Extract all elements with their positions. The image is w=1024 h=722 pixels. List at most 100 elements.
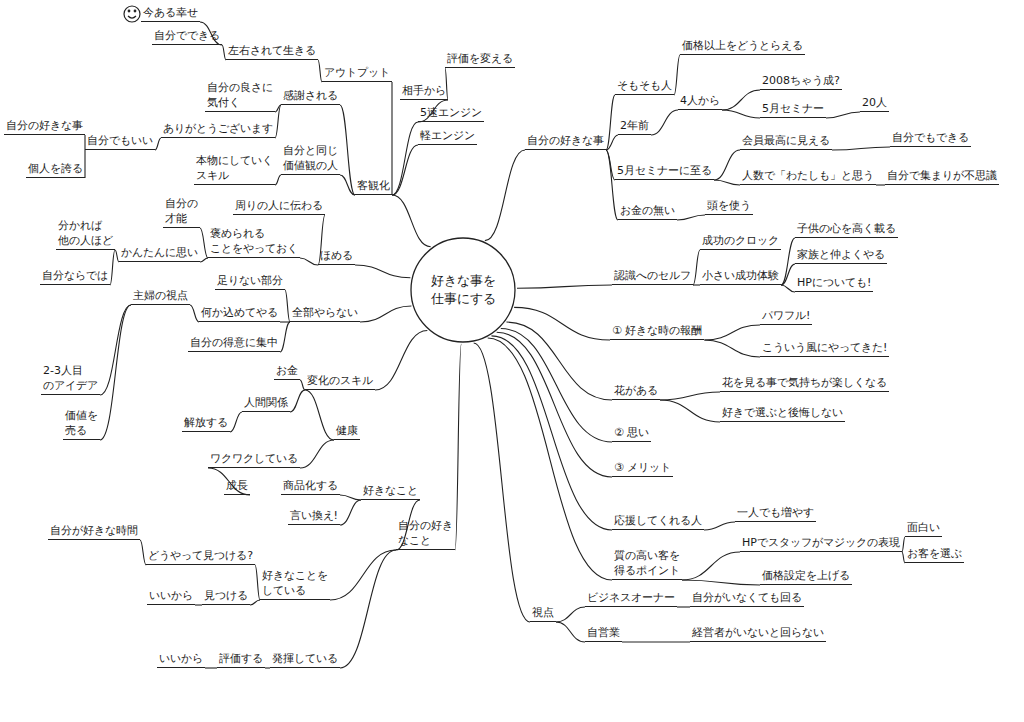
topic-text: 5月セミナー (762, 101, 824, 116)
branch-topic: 自分でもいい (85, 133, 155, 150)
branch-topic: 言い換え! (288, 508, 340, 525)
branch-topic: ③ メリット (612, 460, 673, 477)
topic-text: 自分で集まりが不思議 (887, 168, 997, 183)
topic-text: 自分の好きな事 (527, 133, 604, 148)
branch-topic: 2008ちゃう成? (760, 73, 842, 90)
branch-topic: 今ある幸せ (141, 5, 200, 22)
branch-line (280, 322, 290, 352)
branch-topic: HPでスタッフがマジックの表現 (740, 535, 902, 552)
topic-text: 言い換え! (290, 508, 338, 523)
branch-line (275, 105, 281, 138)
branch-topic: 好きなことを している (260, 568, 330, 600)
branch-line (497, 332, 612, 477)
branch-topic: 価格以上をどうとらえる (680, 38, 805, 55)
topic-text: HPでスタッフがマジックの表現 (742, 535, 900, 550)
branch-line (340, 175, 355, 195)
branch-line (693, 250, 700, 285)
branch-line (355, 265, 410, 278)
branch-topic: 自分でもできる (890, 130, 971, 147)
branch-topic: 自分の好きな事 (525, 133, 606, 150)
topic-text: 認識へのセルフ (614, 268, 691, 283)
branch-topic: ありがとうございます (161, 121, 275, 138)
branch-topic: 褒められる ことをやっておく (208, 226, 300, 258)
branch-line (704, 340, 760, 357)
branch-topic: 人数で「わたしも」と思う (740, 168, 876, 185)
branch-line (305, 390, 334, 440)
branch-topic: 質の高い客を 得るポイント (612, 548, 682, 580)
branch-line (714, 180, 740, 185)
branch-line (208, 468, 250, 495)
branch-topic: 自分の好き なこと (396, 518, 455, 550)
topic-text: 自分の得意に集中 (190, 335, 278, 350)
topic-text: 4人から (680, 93, 720, 108)
branch-line (781, 238, 795, 285)
branch-line (488, 338, 612, 580)
branch-topic: こういう風にやってきた! (760, 340, 889, 357)
topic-text: 一人でも増やす (737, 505, 814, 520)
branch-topic: 20人 (860, 95, 889, 112)
branch-topic: 客観化 (355, 178, 392, 195)
topic-text: 好きなことを している (262, 568, 328, 598)
branch-line (556, 607, 585, 622)
branch-line (275, 175, 281, 185)
branch-topic: 人間関係 (242, 395, 290, 412)
topic-text: かんたんに思い (121, 245, 198, 260)
topic-text: 花がある (614, 383, 658, 398)
topic-text: 価格以上をどうとらえる (682, 38, 803, 53)
topic-text: 経営者がいないと回らない (692, 625, 824, 640)
branch-topic: ② 思い (612, 425, 651, 442)
branch-topic: 自分の好きな事 (4, 118, 85, 135)
central-topic: 好きな事を 仕事にする (409, 236, 517, 344)
topic-text: 発揮している (272, 651, 338, 666)
branch-line (660, 392, 720, 400)
topic-text: お金の無い (620, 203, 675, 218)
topic-text: 花を見る事で気持ちが楽しくなる (722, 375, 887, 390)
branch-topic: 足りない部分 (215, 273, 285, 290)
branch-topic: HPについても! (795, 275, 873, 292)
branch-topic: 健康 (334, 423, 360, 440)
branch-topic: 自分でできる (152, 28, 222, 45)
branch-line (876, 184, 885, 185)
topic-text: 自営業 (587, 625, 620, 640)
branch-topic: 見つける (202, 588, 250, 605)
topic-text: 感謝される (283, 88, 338, 103)
branch-line (340, 500, 361, 525)
topic-text: 自分ならでは (42, 268, 108, 283)
branch-line (250, 600, 260, 605)
topic-text: 評価を変える (447, 51, 513, 66)
branch-line (651, 110, 678, 135)
branch-line (704, 325, 760, 340)
branch-line (391, 82, 392, 195)
branch-topic: 2-3人目 のアイデア (41, 363, 100, 395)
branch-line (606, 95, 615, 150)
branch-topic: ワクワクしている (208, 451, 300, 468)
branch-line (200, 228, 208, 258)
topic-text: 何か込めてやる (201, 305, 278, 320)
topic-text: 足りない部分 (217, 273, 283, 288)
branch-line (826, 112, 860, 118)
topic-text: お客を選ぶ (907, 546, 962, 561)
branch-topic: 商品化する (281, 478, 340, 495)
branch-line (190, 305, 199, 322)
branch-line (514, 307, 610, 340)
topic-text: パワフル! (762, 308, 810, 323)
topic-text: 客観化 (357, 178, 390, 193)
branch-topic: どうやって見つける? (146, 548, 255, 565)
branch-line (722, 110, 760, 118)
branch-topic: 経営者がいないと回らない (690, 625, 826, 642)
branch-topic: 評価する (217, 651, 265, 668)
topic-text: 個人を誇る (28, 161, 83, 176)
branch-line (606, 135, 618, 150)
branch-line (674, 55, 680, 95)
branch-topic: かんたんに思い (119, 245, 200, 262)
branch-line (230, 412, 242, 432)
topic-text: 主婦の視点 (133, 288, 188, 303)
topic-text: 自分の 才能 (165, 196, 198, 226)
topic-text: 自分と同じ 価値観の人 (283, 143, 338, 173)
branch-topic: 子供の心を高く載る (795, 221, 898, 238)
topic-text: 成長 (226, 478, 248, 493)
topic-text: 視点 (532, 605, 554, 620)
branch-topic: 左右されて生きる (226, 43, 318, 60)
branch-topic: 視点 (530, 605, 556, 622)
